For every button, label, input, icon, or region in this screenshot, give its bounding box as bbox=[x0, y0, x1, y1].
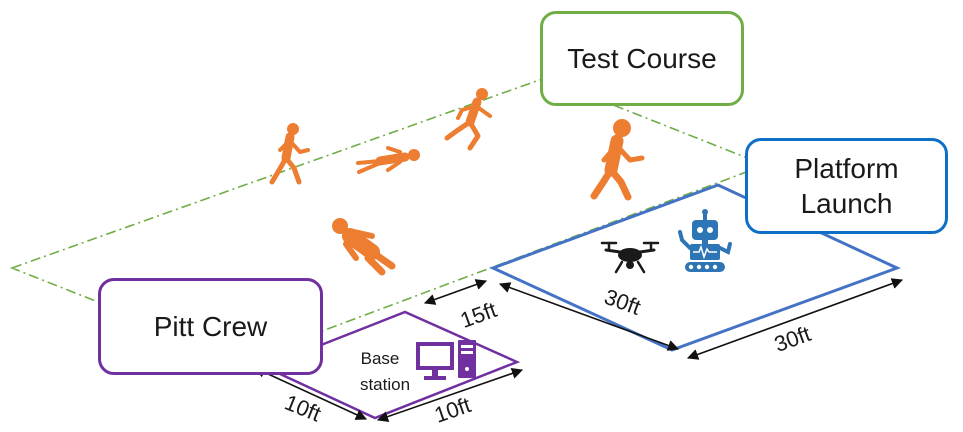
platform-label-line2: Launch bbox=[800, 188, 893, 219]
person-walking-icon bbox=[269, 123, 310, 185]
gap-dimension-label: 15ft bbox=[457, 297, 500, 333]
platform-side-b-arrow bbox=[686, 278, 904, 360]
base-side-b-label: 10ft bbox=[431, 392, 474, 428]
test-course-label-box: Test Course bbox=[540, 11, 744, 106]
test-course-label: Test Course bbox=[567, 43, 717, 74]
person-running-icon bbox=[444, 88, 492, 151]
platform-launch-label-box: Platform Launch bbox=[745, 138, 948, 234]
gap-dimension-arrow bbox=[423, 279, 488, 305]
platform-side-a-label: 30ft bbox=[601, 284, 644, 320]
base-side-b-arrow bbox=[376, 368, 524, 422]
platform-launch-label: Platform Launch bbox=[794, 151, 898, 221]
robot-icon bbox=[678, 209, 732, 272]
base-side-a-arrow bbox=[253, 367, 368, 420]
pitt-crew-label: Pitt Crew bbox=[153, 311, 268, 342]
person-lying-icon bbox=[356, 146, 420, 174]
computer-icon bbox=[416, 340, 476, 380]
base-station-label-line2: station bbox=[360, 375, 410, 394]
pitt-crew-label-box: Pitt Crew bbox=[98, 278, 323, 375]
base-station-label-line1: Base bbox=[361, 349, 400, 368]
drone-icon bbox=[600, 241, 660, 274]
person-walking-icon bbox=[590, 119, 645, 201]
base-side-a-label: 10ft bbox=[281, 390, 324, 427]
person-lying-icon bbox=[332, 218, 396, 276]
platform-label-line1: Platform bbox=[794, 153, 899, 184]
platform-side-b-label: 30ft bbox=[771, 321, 814, 357]
platform-side-a-arrow bbox=[498, 282, 680, 351]
